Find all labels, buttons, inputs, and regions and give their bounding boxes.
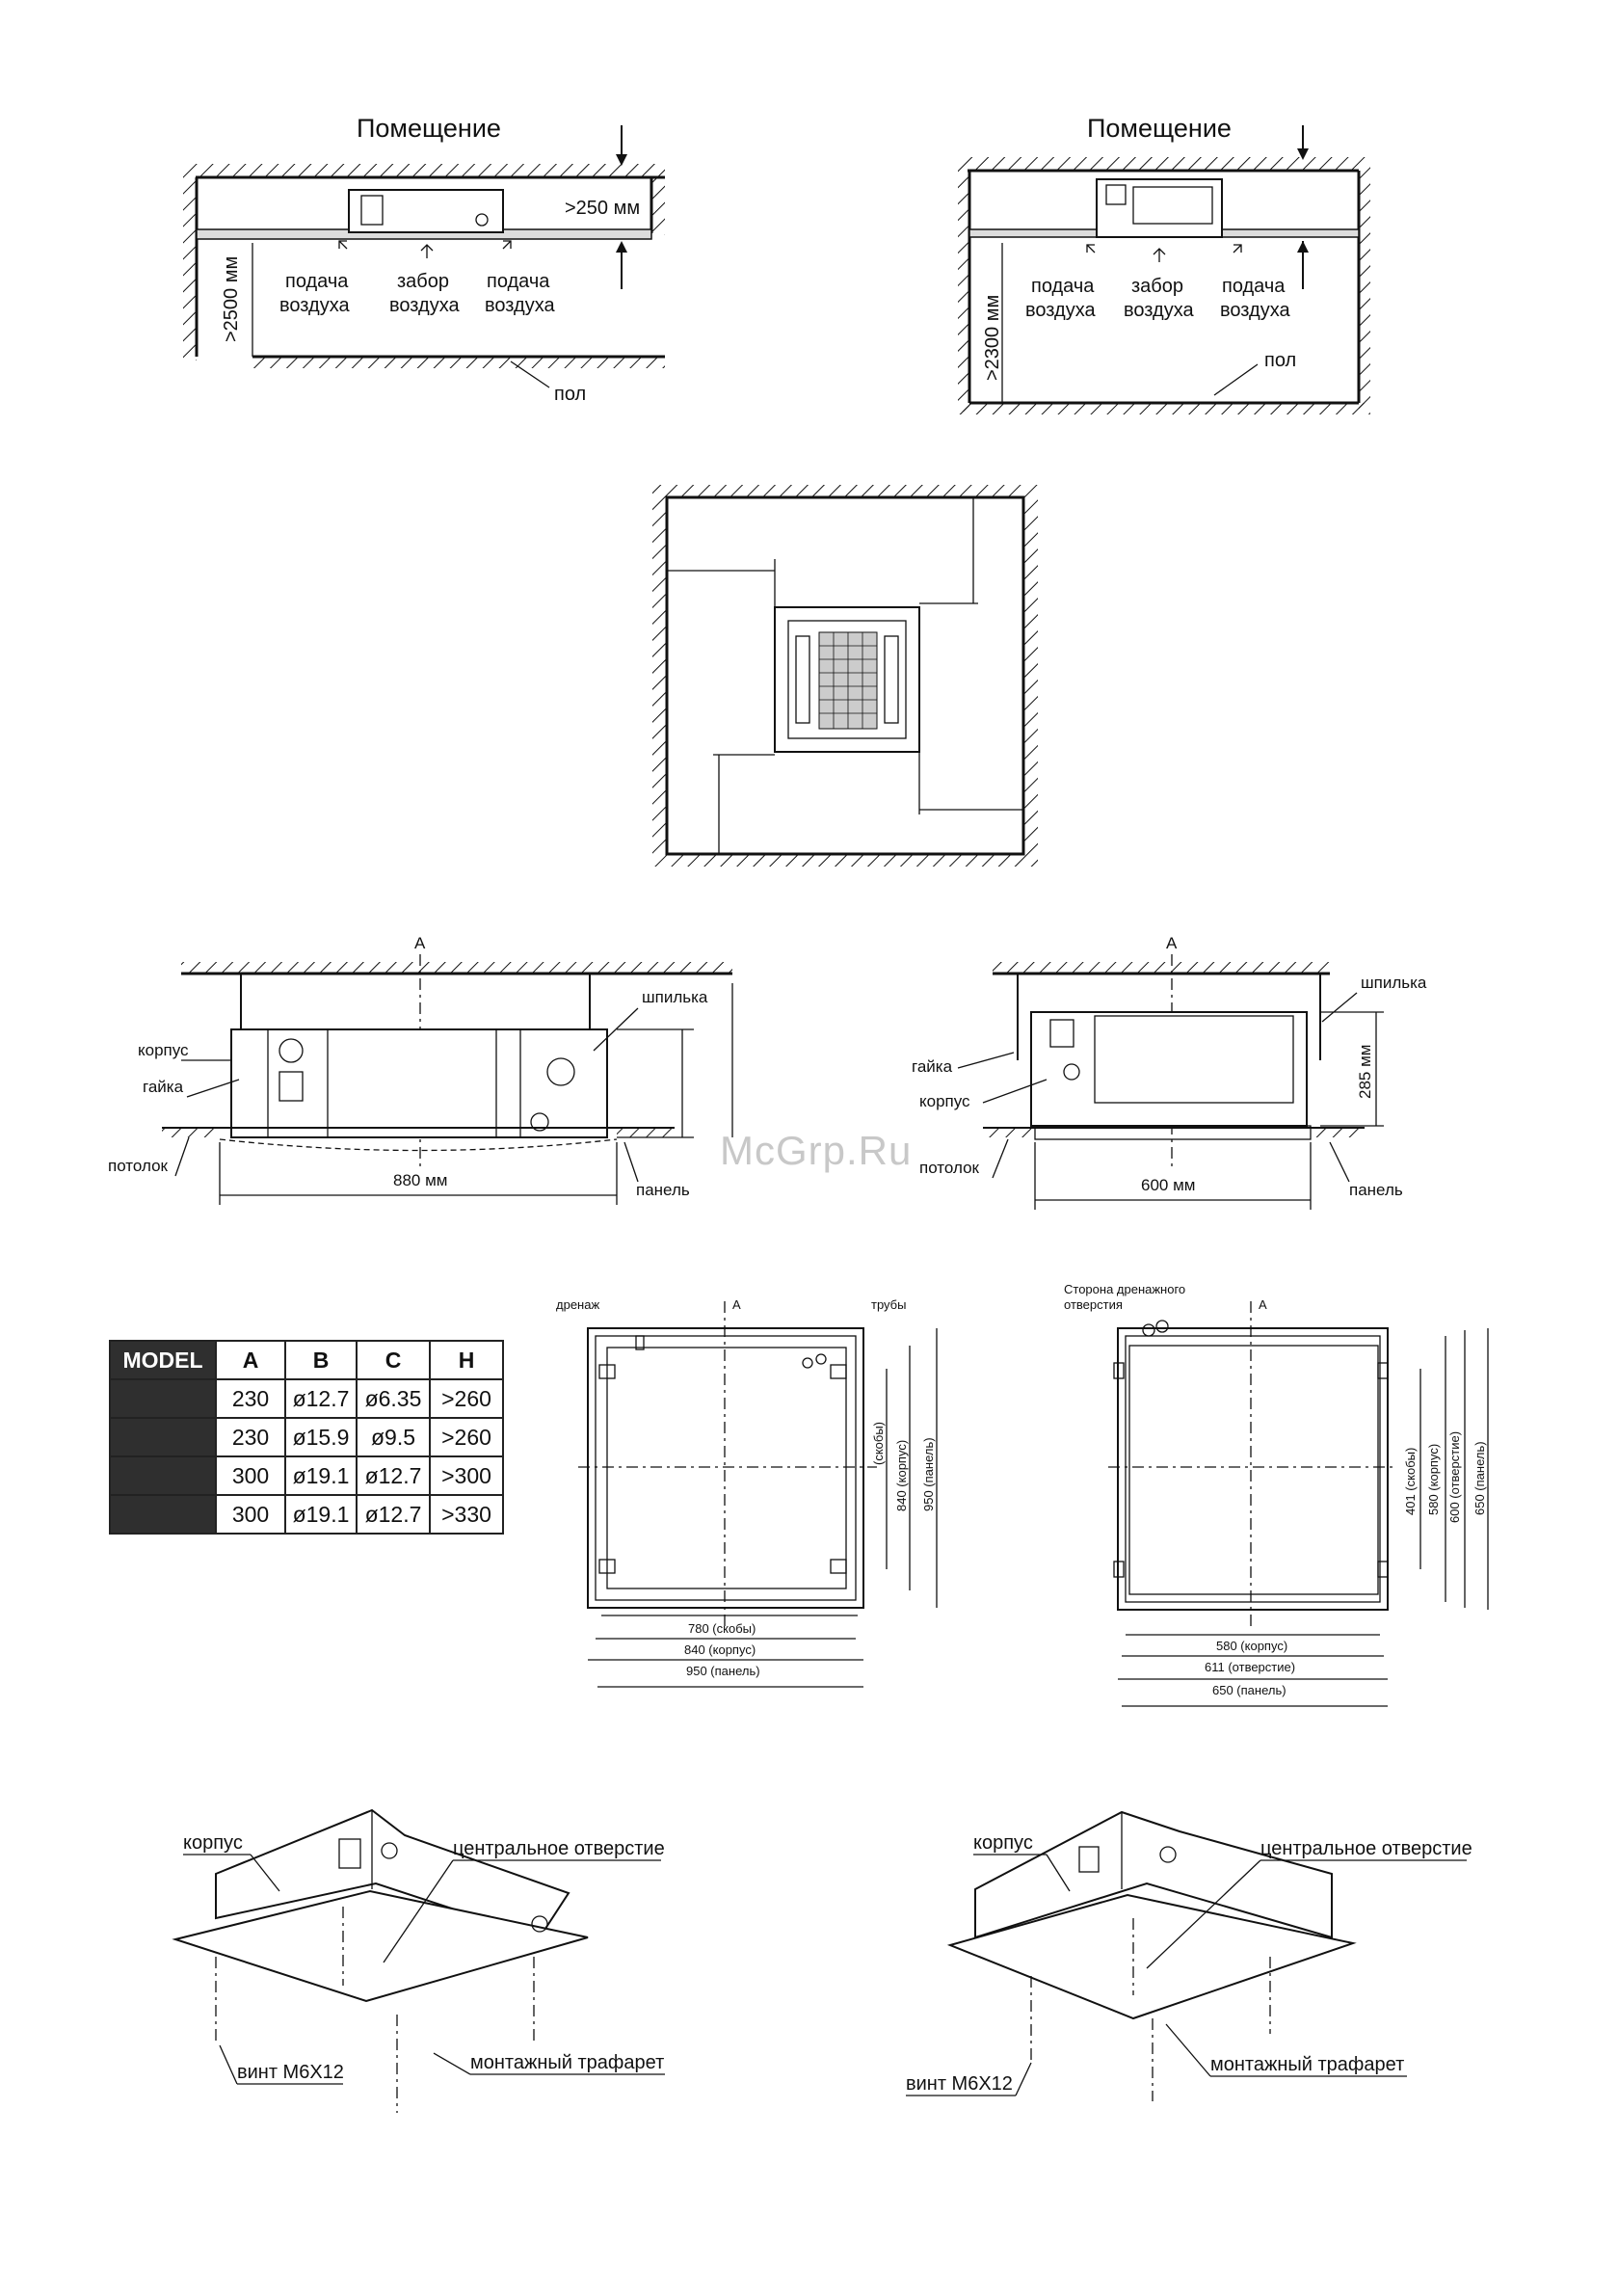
svg-text:панель: панель <box>1349 1181 1403 1199</box>
svg-text:винт М6Х12: винт М6Х12 <box>906 2073 1013 2095</box>
svg-text:Сторона дренажного: Сторона дренажного <box>1064 1282 1185 1296</box>
unit-casing-right <box>974 1810 1333 1939</box>
svg-text:винт М6Х12: винт М6Х12 <box>237 2062 344 2083</box>
header-model: MODEL <box>109 1340 217 1380</box>
top-view-plan <box>652 485 1038 867</box>
model-dimensions-table: MODEL A B C H 230 ø12.7 ø6.35 >260 230 ø… <box>109 1340 504 1535</box>
svg-text:401 (скобы): 401 (скобы) <box>1403 1448 1418 1515</box>
floor-label-left: пол <box>554 384 586 405</box>
room-title-right: Помещение <box>1087 114 1232 143</box>
room-title-left: Помещение <box>357 114 501 143</box>
svg-text:580 (корпус): 580 (корпус) <box>1216 1639 1287 1653</box>
indoor-unit <box>348 189 504 233</box>
svg-text:подача: подача <box>487 271 550 292</box>
svg-text:гайка: гайка <box>143 1078 184 1096</box>
header-c: C <box>356 1340 431 1380</box>
svg-text:воздуха: воздуха <box>389 295 460 316</box>
svg-text:600 мм: 600 мм <box>1141 1176 1195 1194</box>
mounting-template-left <box>172 1889 589 2003</box>
mounting-template-right <box>946 1893 1357 2020</box>
svg-text:воздуха: воздуха <box>485 295 555 316</box>
width-880: 880 мм <box>393 1171 447 1189</box>
svg-text:подача: подача <box>1222 276 1286 297</box>
svg-text:забор: забор <box>1131 276 1183 297</box>
panel-outline-right <box>1117 1327 1389 1611</box>
indoor-unit-right <box>1096 178 1223 238</box>
svg-text:отверстия: отверстия <box>1064 1297 1123 1312</box>
iso-view-left: корпус центральное отверстие винт М6Х12 … <box>172 1808 665 2113</box>
svg-text:580 (корпус): 580 (корпус) <box>1426 1444 1441 1515</box>
svg-text:подача: подача <box>285 271 349 292</box>
clearance-label: >250 мм <box>565 198 640 219</box>
svg-text:монтажный трафарет: монтажный трафарет <box>1210 2054 1404 2075</box>
svg-text:611 (отверстие): 611 (отверстие) <box>1205 1660 1295 1674</box>
wall-hatch-left <box>183 177 197 360</box>
svg-text:950 (панель): 950 (панель) <box>686 1664 760 1678</box>
header-h: H <box>429 1340 504 1380</box>
svg-text:780 (скобы): 780 (скобы) <box>688 1621 756 1636</box>
header-b: B <box>284 1340 358 1380</box>
svg-text:центральное отверстие: центральное отверстие <box>453 1838 665 1859</box>
svg-text:шпилька: шпилька <box>642 988 708 1006</box>
svg-text:шпилька: шпилька <box>1361 974 1427 992</box>
header-a: A <box>215 1340 286 1380</box>
height-label-left: >2500 мм <box>221 256 242 342</box>
svg-text:воздуха: воздуха <box>279 295 350 316</box>
svg-text:корпус: корпус <box>138 1041 189 1059</box>
svg-text:A: A <box>732 1297 741 1312</box>
plan-view-right: Сторона дренажного отверстия A 580 (корп… <box>1064 1282 1489 1707</box>
svg-text:монтажный трафарет: монтажный трафарет <box>470 2052 664 2073</box>
watermark: McGrp.Ru <box>720 1128 913 1173</box>
svg-text:трубы: трубы <box>871 1297 906 1312</box>
svg-text:285 мм: 285 мм <box>1356 1045 1374 1099</box>
svg-text:840 (корпус): 840 (корпус) <box>894 1440 909 1511</box>
unit-body-right <box>1030 1011 1308 1127</box>
room-section-right: Помещение >2300 мм подача воздуха забор … <box>958 114 1370 414</box>
svg-text:A: A <box>1259 1297 1267 1312</box>
iso-view-right: корпус центральное отверстие винт М6Х12 … <box>906 1810 1472 2101</box>
svg-text:панель: панель <box>636 1181 690 1199</box>
svg-text:600 (отверстие): 600 (отверстие) <box>1447 1431 1462 1523</box>
model-cell <box>109 1417 217 1457</box>
svg-text:950 (панель): 950 (панель) <box>921 1437 936 1511</box>
model-cell <box>109 1494 217 1535</box>
room-section-left: Помещение >250 мм >2500 мм подача воздух… <box>183 114 665 405</box>
svg-text:забор: забор <box>397 271 449 292</box>
plan-view-left: дренаж A трубы 780 (скобы) 840 (корпус) … <box>556 1297 938 1688</box>
svg-text:воздуха: воздуха <box>1124 300 1194 321</box>
svg-text:корпус: корпус <box>973 1832 1033 1854</box>
svg-text:подача: подача <box>1031 276 1095 297</box>
svg-text:гайка: гайка <box>912 1057 953 1076</box>
table-row: 230 ø12.7 ø6.35 >260 <box>109 1378 504 1419</box>
front-view-left: A 880 мм корпус гайка потолок шпилька па… <box>108 934 733 1205</box>
svg-text:840 (корпус): 840 (корпус) <box>684 1642 756 1657</box>
svg-text:дренаж: дренаж <box>556 1297 599 1312</box>
svg-text:корпус: корпус <box>183 1832 243 1854</box>
svg-text:650 (панель): 650 (панель) <box>1212 1683 1286 1697</box>
svg-text:центральное отверстие: центральное отверстие <box>1260 1838 1472 1859</box>
unit-casing-left <box>215 1808 570 1939</box>
front-view-right: A 285 мм 600 мм шпилька гайка корпус пот… <box>912 934 1427 1210</box>
svg-text:650 (панель): 650 (панель) <box>1472 1441 1487 1515</box>
svg-text:воздуха: воздуха <box>1025 300 1096 321</box>
svg-text:потолок: потолок <box>108 1157 169 1175</box>
model-cell <box>109 1455 217 1496</box>
height-label-right: >2300 мм <box>982 295 1003 381</box>
unit-body-left <box>230 1028 608 1138</box>
table-row: 230 ø15.9 ø9.5 >260 <box>109 1417 504 1457</box>
table-row: 300 ø19.1 ø12.7 >330 <box>109 1494 504 1535</box>
svg-text:A: A <box>1166 934 1178 952</box>
svg-text:корпус: корпус <box>919 1092 970 1110</box>
ceiling-hatch <box>183 164 665 177</box>
panel-outline-left <box>587 1327 864 1609</box>
svg-text:(скобы): (скобы) <box>871 1422 886 1465</box>
svg-text:потолок: потолок <box>919 1159 980 1177</box>
svg-text:A: A <box>414 934 426 952</box>
floor-hatch <box>251 357 665 368</box>
floor-label-right: пол <box>1264 350 1296 371</box>
svg-text:воздуха: воздуха <box>1220 300 1290 321</box>
table-row: 300 ø19.1 ø12.7 >300 <box>109 1455 504 1496</box>
model-cell <box>109 1378 217 1419</box>
